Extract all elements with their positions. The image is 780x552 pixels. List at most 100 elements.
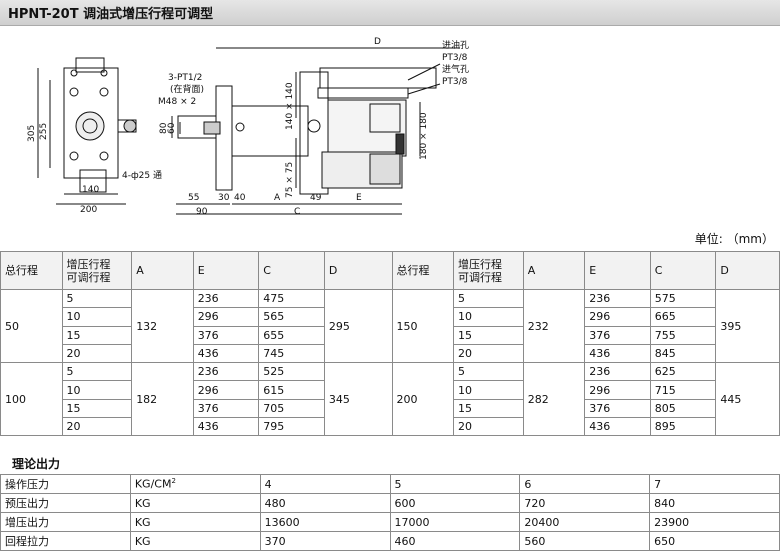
column-header: E (192, 251, 260, 290)
column-header: C (649, 251, 717, 290)
d-cell: 345 (323, 362, 393, 437)
dim-a: A (274, 193, 281, 203)
dim-40: 40 (234, 193, 246, 203)
c-cell: 625 (649, 362, 717, 382)
e-cell: 376 (192, 398, 260, 419)
e-cell: 236 (584, 288, 651, 309)
force-value-cell: 840 (649, 493, 780, 513)
a-cell: 182 (131, 362, 194, 437)
force-value-cell: 13600 (259, 512, 391, 532)
total-stroke-cell: 50 (0, 288, 63, 364)
force-value-cell: 600 (389, 493, 521, 513)
e-cell: 436 (192, 417, 260, 437)
c-cell: 745 (258, 343, 325, 364)
unit-label: 单位: （mm） (694, 232, 774, 246)
c-cell: 525 (258, 362, 325, 382)
c-cell: 845 (649, 343, 717, 364)
e-cell: 296 (192, 380, 260, 400)
boost-stroke-cell: 10 (61, 307, 133, 327)
c-cell: 665 (649, 307, 717, 327)
boost-stroke-cell: 20 (61, 417, 133, 437)
boost-stroke-cell: 5 (61, 288, 133, 309)
c-cell: 565 (258, 307, 325, 327)
c-cell: 615 (258, 380, 325, 400)
boost-stroke-cell: 20 (453, 417, 524, 437)
cylinder-drawing-svg: D 进油孔 PT3/8 进气孔 PT3/8 3-PT1/2 (在背面) M48 … (27, 37, 469, 217)
e-cell: 376 (584, 398, 651, 419)
dim-140x140: 140 × 140 (285, 82, 295, 130)
column-header: 总行程 (391, 251, 455, 290)
c-cell: 705 (258, 398, 325, 419)
dim-60: 60 (167, 122, 177, 134)
e-cell: 296 (584, 307, 651, 327)
a-cell: 282 (522, 362, 586, 437)
column-header: 总行程 (0, 251, 63, 290)
force-value-cell: 720 (519, 493, 651, 513)
e-cell: 236 (192, 288, 260, 309)
boost-stroke-cell: 20 (453, 343, 524, 364)
boost-stroke-cell: 15 (61, 325, 133, 345)
e-cell: 236 (584, 362, 651, 382)
screw-label: M48 × 2 (158, 97, 196, 107)
page-title: HPNT-20T 调油式增压行程可调型 (0, 0, 780, 26)
c-cell: 655 (258, 325, 325, 345)
boost-stroke-cell: 10 (453, 307, 524, 327)
force-unit-cell: KG (129, 493, 261, 513)
dim-180x180: 180 × 180 (419, 112, 429, 160)
c-cell: 475 (258, 288, 325, 309)
dim-75x75: 75 × 75 (285, 162, 295, 198)
e-cell: 436 (192, 343, 260, 364)
force-label-cell: 回程拉力 (0, 531, 131, 551)
boost-stroke-cell: 10 (61, 380, 133, 400)
total-stroke-cell: 150 (391, 288, 455, 364)
dim-200: 200 (80, 205, 97, 215)
technical-drawing: D 进油孔 PT3/8 进气孔 PT3/8 3-PT1/2 (在背面) M48 … (0, 28, 780, 226)
boost-stroke-cell: 5 (453, 288, 524, 309)
boost-stroke-cell: 15 (453, 398, 524, 419)
total-stroke-cell: 100 (0, 362, 63, 437)
dim-49: 49 (310, 193, 322, 203)
c-cell: 715 (649, 380, 717, 400)
dim-305: 305 (27, 125, 37, 142)
force-unit-cell: KG (129, 512, 261, 532)
force-label-cell: 操作压力 (0, 474, 131, 494)
a-cell: 132 (131, 288, 194, 364)
c-cell: 895 (649, 417, 717, 437)
oil-thread-label: PT3/8 (442, 53, 468, 63)
oil-inlet-label: 进油孔 (442, 39, 469, 51)
e-cell: 376 (192, 325, 260, 345)
force-value-cell: 6 (519, 474, 651, 494)
port-label: 3-PT1/2 (168, 73, 202, 83)
force-label-cell: 预压出力 (0, 493, 131, 513)
c-cell: 575 (649, 288, 717, 309)
force-label-cell: 增压出力 (0, 512, 131, 532)
force-value-cell: 23900 (649, 512, 780, 532)
force-value-cell: 370 (259, 531, 391, 551)
boost-stroke-cell: 10 (453, 380, 524, 400)
boost-stroke-cell: 15 (453, 325, 524, 345)
column-header: A (131, 251, 194, 290)
c-cell: 755 (649, 325, 717, 345)
force-value-cell: 480 (259, 493, 391, 513)
force-value-cell: 4 (259, 474, 391, 494)
force-value-cell: 560 (519, 531, 651, 551)
dim-80: 80 (159, 122, 169, 134)
a-cell: 232 (522, 288, 586, 364)
dim-e: E (356, 193, 362, 203)
e-cell: 296 (192, 307, 260, 327)
boost-stroke-cell: 5 (61, 362, 133, 382)
column-header: A (522, 251, 586, 290)
air-inlet-label: 进气孔 (442, 63, 469, 75)
d-cell: 445 (715, 362, 780, 437)
air-thread-label: PT3/8 (442, 77, 468, 87)
